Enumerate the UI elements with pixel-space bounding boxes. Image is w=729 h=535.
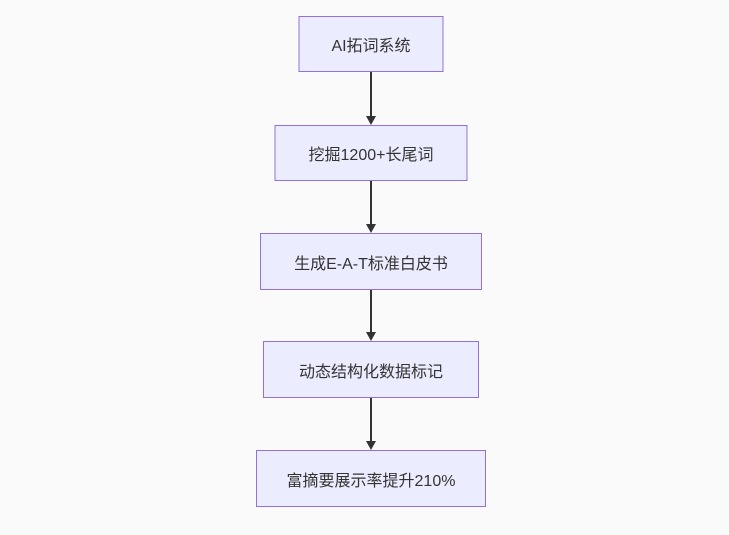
flow-node-rich-snippet-result: 富摘要展示率提升210% [256, 450, 486, 507]
flow-node-longtail-mining: 挖掘1200+长尾词 [274, 125, 468, 181]
flow-arrow-down-icon [370, 72, 372, 116]
flow-arrow-down-icon [370, 181, 372, 224]
flow-node-structured-data-markup: 动态结构化数据标记 [263, 341, 479, 398]
flow-arrow-down-icon [370, 398, 372, 441]
flow-node-label: 动态结构化数据标记 [298, 363, 443, 381]
flow-node-label: 挖掘1200+长尾词 [308, 147, 434, 164]
flow-node-eat-whitepaper: 生成E-A-T标准白皮书 [260, 233, 482, 290]
flow-node-ai-keyword-system: AI拓词系统 [298, 16, 444, 72]
flow-node-label: 生成E-A-T标准白皮书 [294, 255, 448, 273]
flow-node-label: AI拓词系统 [331, 38, 411, 55]
flow-arrow-down-icon [370, 290, 372, 332]
flow-node-label: 富摘要展示率提升210% [286, 472, 456, 490]
